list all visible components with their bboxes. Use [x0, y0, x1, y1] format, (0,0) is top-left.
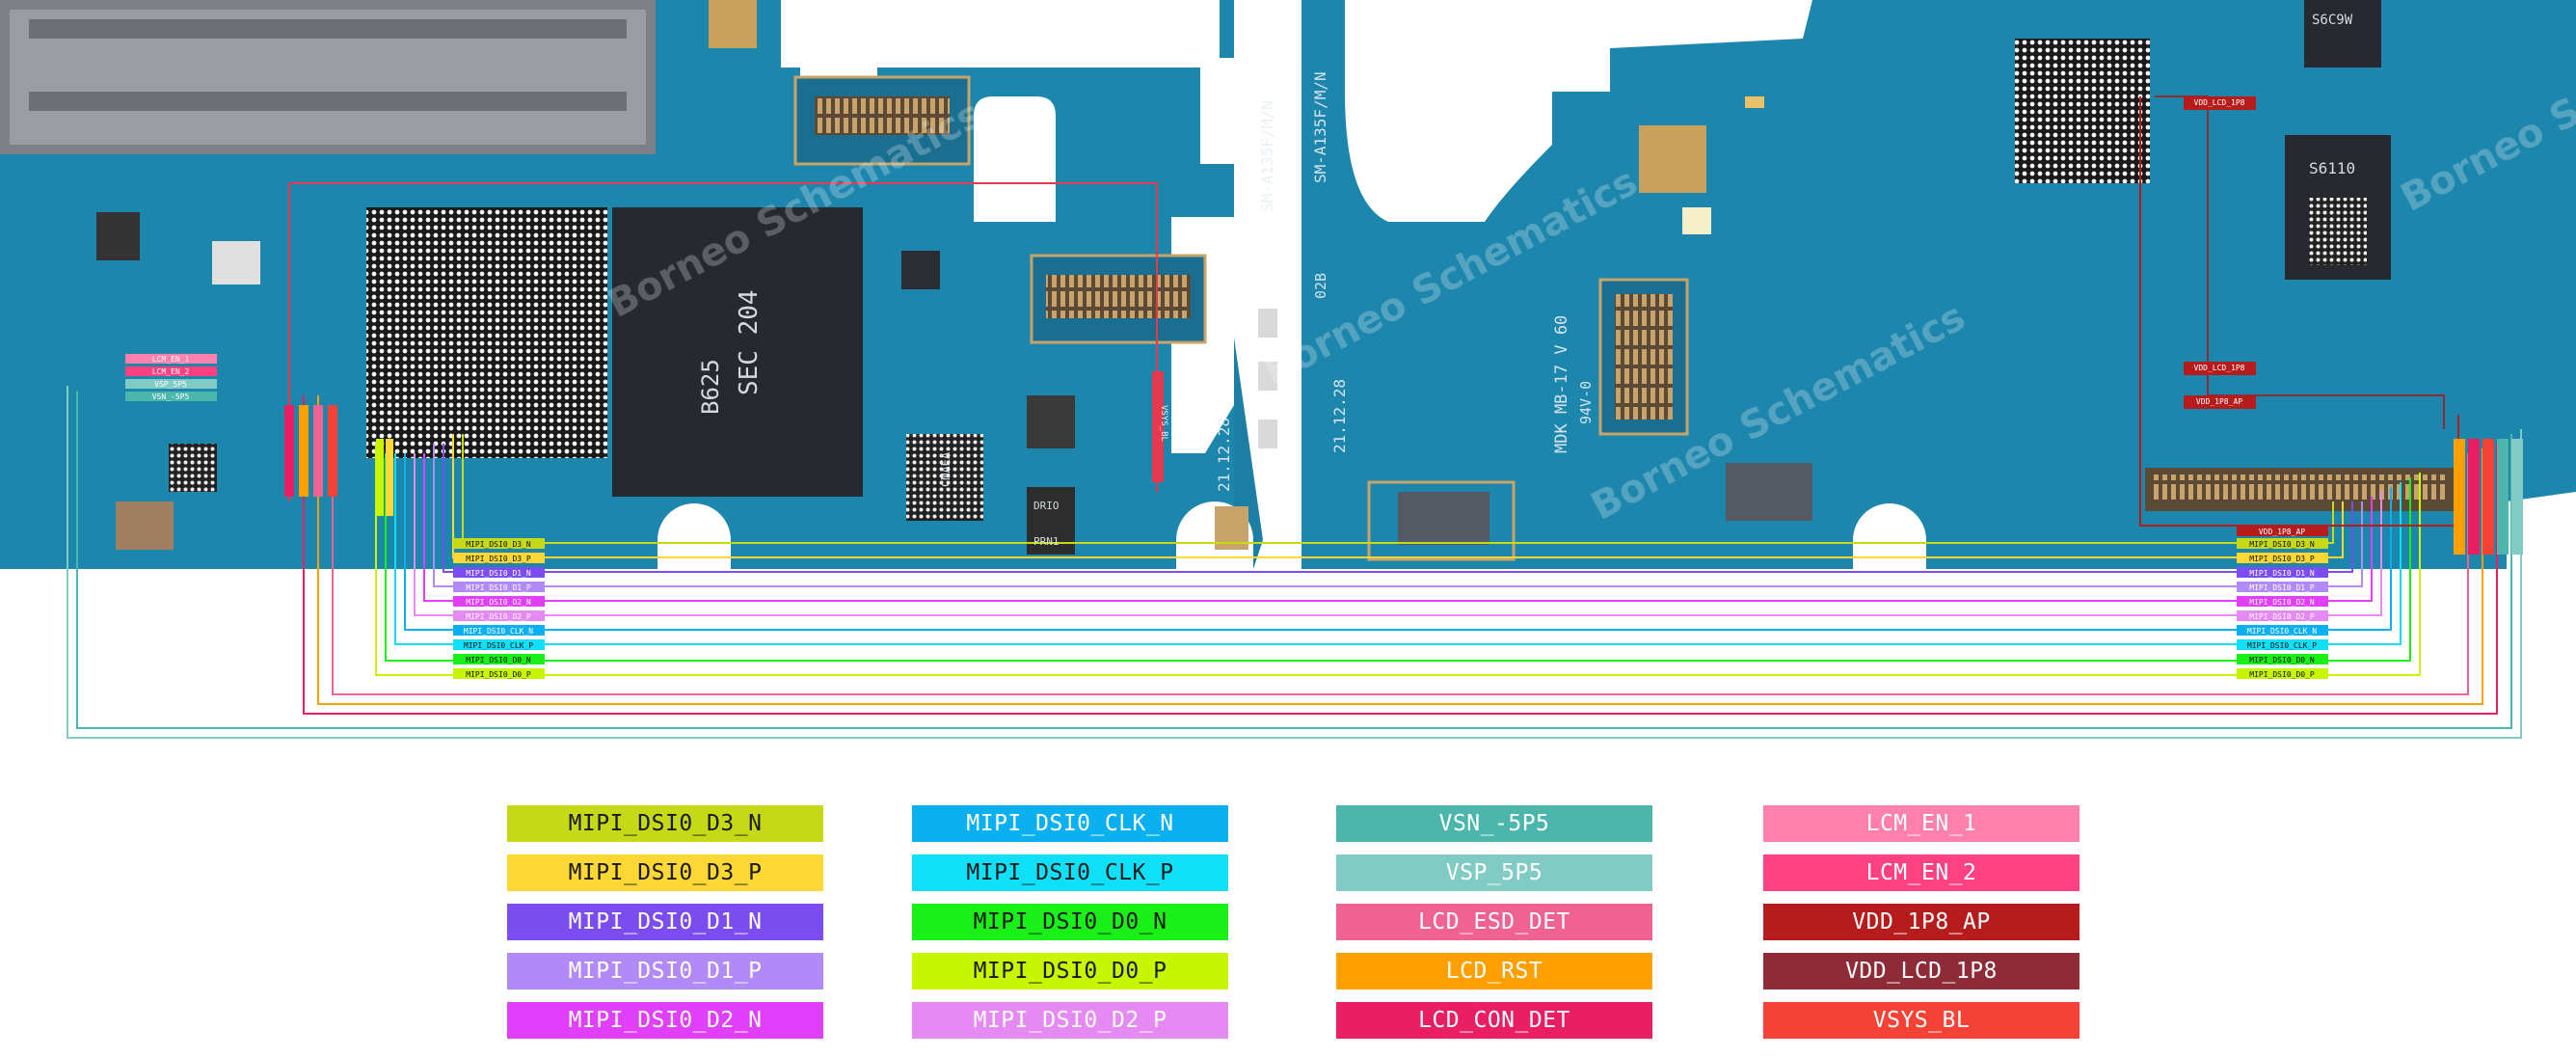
legend-item: LCD_RST [1336, 953, 1652, 989]
right-tag-text: MIPI_DSI0_D0_P [2249, 670, 2315, 679]
model-label: SM-A135F/M/N [1311, 71, 1329, 183]
left-connector-tags [125, 354, 217, 401]
legend-item: MIPI_DSI0_D1_P [507, 953, 823, 989]
chip-label: DRIO [1033, 500, 1060, 512]
legend-item: MIPI_DSI0_CLK_N [912, 805, 1228, 842]
date-label: 21.12.28 [1215, 418, 1233, 492]
left-tag-text: MIPI_DSI0_CLK_N [464, 627, 533, 636]
left-connector-tag: LCM_EN_2 [152, 367, 190, 376]
board-code-label-2: 94V-0 [1577, 381, 1595, 424]
right-tag-text: MIPI_DSI0_D3_P [2249, 555, 2315, 563]
model-label: SM-A135F/M/N [1258, 100, 1276, 212]
legend-item: MIPI_DSI0_CLK_P [912, 854, 1228, 891]
vdd-lcd-1p8-tag: VDD_LCD_1P8 [2194, 364, 2245, 372]
legend-item: LCM_EN_2 [1763, 854, 2080, 891]
legend-item: MIPI_DSI0_D3_P [507, 854, 823, 891]
legend-item: LCD_CON_DET [1336, 1002, 1652, 1039]
legend-item: VDD_LCD_1P8 [1763, 953, 2080, 989]
date-label: 21.12.28 [1330, 379, 1349, 453]
vsys-bl-tag: VSYS_BL [1159, 405, 1168, 442]
right-tag-text: VDD_1P8_AP [2259, 528, 2305, 536]
left-tag-text: MIPI_DSI0_CLK_P [464, 641, 533, 650]
chip-label: CMAEA [939, 451, 953, 487]
left-connector-tag: VSN_-5P5 [152, 393, 190, 401]
right-tag-text: MIPI_DSI0_D2_N [2249, 598, 2315, 607]
legend-item: VSYS_BL [1763, 1002, 2080, 1039]
legend-item: VDD_1P8_AP [1763, 904, 2080, 940]
chip-label: S6C9W [2312, 13, 2353, 28]
left-tag-text: MIPI_DSI0_D3_N [466, 540, 531, 549]
chip-label: SEC 204 [735, 289, 764, 395]
left-tag-text: MIPI_DSI0_D2_P [466, 612, 531, 621]
left-connector-tag: LCM_EN_1 [152, 355, 190, 364]
net-tags-left [453, 538, 545, 679]
legend-item: MIPI_DSI0_D0_N [912, 904, 1228, 940]
vdd-1p8-ap-tag: VDD_1P8_AP [2196, 397, 2242, 406]
legend-item: VSN_-5P5 [1336, 805, 1652, 842]
right-tag-text: MIPI_DSI0_D0_N [2249, 656, 2315, 664]
left-tag-text: MIPI_DSI0_D0_N [466, 656, 531, 664]
rev-label: 02B [1312, 273, 1329, 299]
left-tag-text: MIPI_DSI0_D1_N [466, 569, 531, 578]
right-tag-text: MIPI_DSI0_CLK_P [2247, 641, 2317, 650]
left-tag-text: MIPI_DSI0_D1_P [466, 583, 531, 592]
left-connector-tag: VSP_5P5 [154, 380, 187, 389]
vdd-lcd-1p8-tag: VDD_LCD_1P8 [2194, 98, 2245, 107]
legend-item: MIPI_DSI0_D3_N [507, 805, 823, 842]
signal-traces [67, 95, 2522, 739]
legend-item: MIPI_DSI0_D2_P [912, 1002, 1228, 1039]
net-tags-right [2237, 526, 2328, 679]
right-tag-text: MIPI_DSI0_CLK_N [2247, 627, 2317, 636]
legend-item: MIPI_DSI0_D1_N [507, 904, 823, 940]
legend-item: VSP_5P5 [1336, 854, 1652, 891]
left-tag-text: MIPI_DSI0_D3_P [466, 555, 531, 563]
board-code-label: MDK MB-17 V 60 [1552, 315, 1571, 453]
chip-label: S6110 [2309, 159, 2355, 177]
right-board [1301, 0, 2576, 579]
connector-markers [284, 96, 2523, 555]
legend-item: LCD_ESD_DET [1336, 904, 1652, 940]
chip-label: B625 [697, 359, 724, 415]
legend-item: MIPI_DSI0_D0_P [912, 953, 1228, 989]
left-tag-text: MIPI_DSI0_D2_N [466, 598, 531, 607]
chip-label: PRN1 [1033, 535, 1060, 548]
legend-item: MIPI_DSI0_D2_N [507, 1002, 823, 1039]
right-tag-text: MIPI_DSI0_D3_N [2249, 540, 2315, 549]
left-tag-text: MIPI_DSI0_D0_P [466, 670, 531, 679]
right-tag-text: MIPI_DSI0_D1_P [2249, 583, 2315, 592]
right-tag-text: MIPI_DSI0_D2_P [2249, 612, 2315, 621]
legend-item: LCM_EN_1 [1763, 805, 2080, 842]
right-tag-text: MIPI_DSI0_D1_N [2249, 569, 2315, 578]
